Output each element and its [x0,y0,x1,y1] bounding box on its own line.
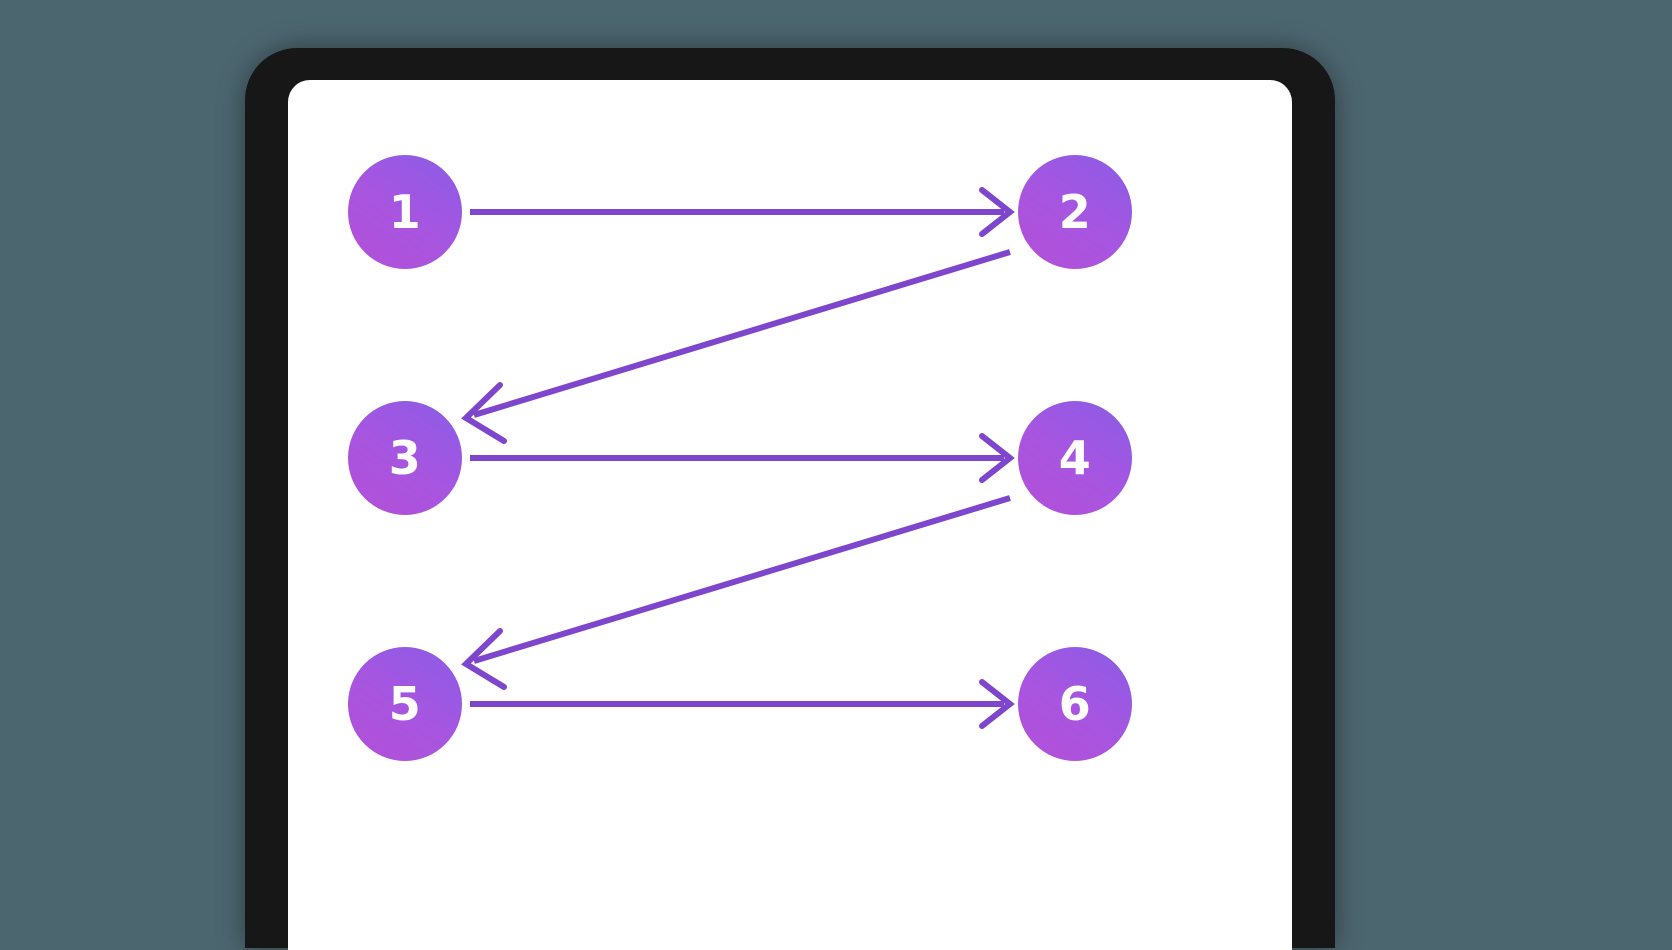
graph-node-5[interactable]: 5 [348,647,462,761]
edge-arrowhead [979,187,1015,237]
edge-arrowhead [979,433,1015,483]
screenshot-stage: 1 2 3 4 5 6 [245,48,1335,950]
graph-node-label: 4 [1058,431,1092,485]
diagram-edges-canvas [461,187,1015,729]
edge-line [473,495,1011,664]
device-screen: 1 2 3 4 5 6 [288,80,1292,950]
graph-node-2[interactable]: 2 [1018,155,1132,269]
graph-node-3[interactable]: 3 [348,401,462,515]
edge-arrowhead [461,628,507,690]
edge-arrowhead [979,679,1015,729]
graph-node-label: 2 [1058,185,1092,239]
edge-node4-to-node5 [461,495,1011,690]
edge-node1-to-node2 [470,187,1015,237]
graph-node-1[interactable]: 1 [348,155,462,269]
graph-node-label: 6 [1058,677,1092,731]
graph-node-label: 5 [388,677,422,731]
graph-node-6[interactable]: 6 [1018,647,1132,761]
edge-node5-to-node6 [470,679,1015,729]
edge-node2-to-node3 [461,249,1011,444]
graph-node-4[interactable]: 4 [1018,401,1132,515]
edge-arrowhead [461,382,507,444]
edge-node3-to-node4 [470,433,1015,483]
edge-line [473,249,1011,418]
graph-node-label: 3 [388,431,422,485]
graph-node-label: 1 [388,185,422,239]
